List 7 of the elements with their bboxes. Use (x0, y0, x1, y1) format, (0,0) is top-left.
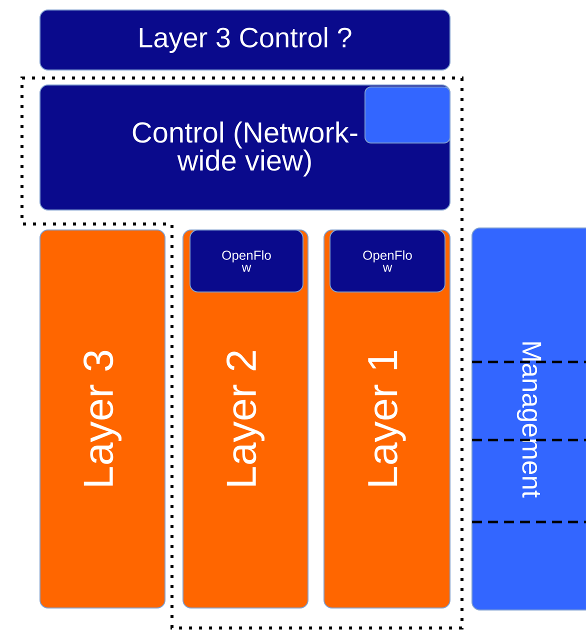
layer-box: Layer 3 (40, 230, 166, 608)
protocol-box: OpenFlo w (330, 230, 446, 292)
control-box: Control (Network-wide view) (40, 84, 450, 210)
title-box: Layer 3 Control ? (40, 10, 450, 70)
management-box: Management (472, 228, 586, 610)
small-box (364, 86, 450, 144)
protocol-box: OpenFlo w (190, 230, 304, 292)
